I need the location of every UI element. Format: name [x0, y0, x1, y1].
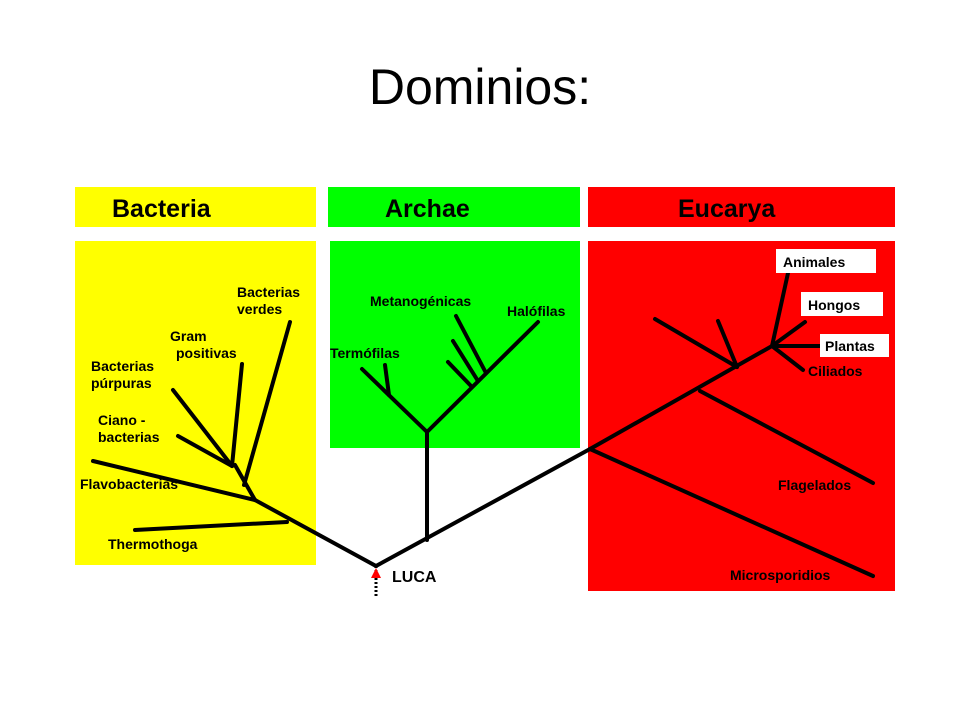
label-thermothoga: Thermothoga	[108, 536, 198, 552]
branch-metanogenicas-2	[451, 339, 480, 383]
branch-ciliados	[770, 344, 805, 372]
branch-gram-positivas	[230, 362, 244, 468]
branch-microsporidios	[588, 447, 875, 578]
bacteria-header: Bacteria	[112, 195, 212, 223]
branch-bacterias-purpuras	[171, 388, 234, 468]
branch-luca-bacteria	[253, 498, 378, 568]
slide-title: Dominios:	[368, 59, 592, 115]
eucarya-header: Eucarya	[678, 195, 776, 223]
branch-flagelados	[698, 389, 875, 485]
branch-eucarya-stem	[588, 344, 774, 451]
label-ciliados: Ciliados	[808, 363, 863, 379]
label-microsporidios: Microsporidios	[730, 567, 831, 583]
branch-ciano-bacterias	[176, 434, 234, 468]
bacteria-header-bar	[75, 187, 316, 227]
root-marker	[371, 568, 381, 578]
archae-header: Archae	[385, 195, 470, 223]
label-bacterias-verdes: Bacterias verdes	[237, 284, 304, 317]
branch-metanogenicas-1	[454, 314, 488, 375]
branch-eucarya-upper	[653, 317, 739, 369]
label-halofilas: Halófilas	[507, 303, 566, 319]
label-box-animales	[776, 249, 876, 273]
archae-header-bar	[328, 187, 580, 227]
branch-eucarya-upper-2	[716, 319, 739, 369]
label-gram-positivas: Gram positivas	[170, 328, 237, 361]
eucarya-header-bar	[588, 187, 895, 227]
label-plantas: Plantas	[825, 338, 875, 354]
label-hongos: Hongos	[808, 297, 860, 313]
branch-termofilas	[360, 367, 429, 434]
label-box-plantas	[820, 334, 889, 357]
tree-branches	[91, 271, 875, 598]
branch-halofilas	[425, 320, 540, 434]
label-animales: Animales	[783, 254, 845, 270]
branch-thermothoga	[133, 520, 289, 532]
label-ciano-bacterias: Ciano - bacterias	[98, 412, 160, 445]
branch-animales	[770, 271, 790, 348]
branch-hongos	[770, 320, 807, 348]
label-metanogenicas: Metanogénicas	[370, 293, 471, 309]
label-termofilas: Termófilas	[330, 345, 400, 361]
branch-luca-eucarya	[374, 447, 592, 568]
label-box-hongos	[801, 292, 883, 316]
branch-bacterias-verdes	[242, 320, 292, 487]
label-luca: LUCA	[392, 569, 437, 586]
label-flavobacterias: Flavobacterias	[80, 476, 178, 492]
label-bacterias-purpuras: Bacterias púrpuras	[91, 358, 158, 391]
branch-metanogenicas-3	[446, 360, 474, 389]
branch-termofilas-2	[383, 363, 391, 397]
branch-flavobacterias	[91, 459, 257, 502]
label-flagelados: Flagelados	[778, 477, 851, 493]
